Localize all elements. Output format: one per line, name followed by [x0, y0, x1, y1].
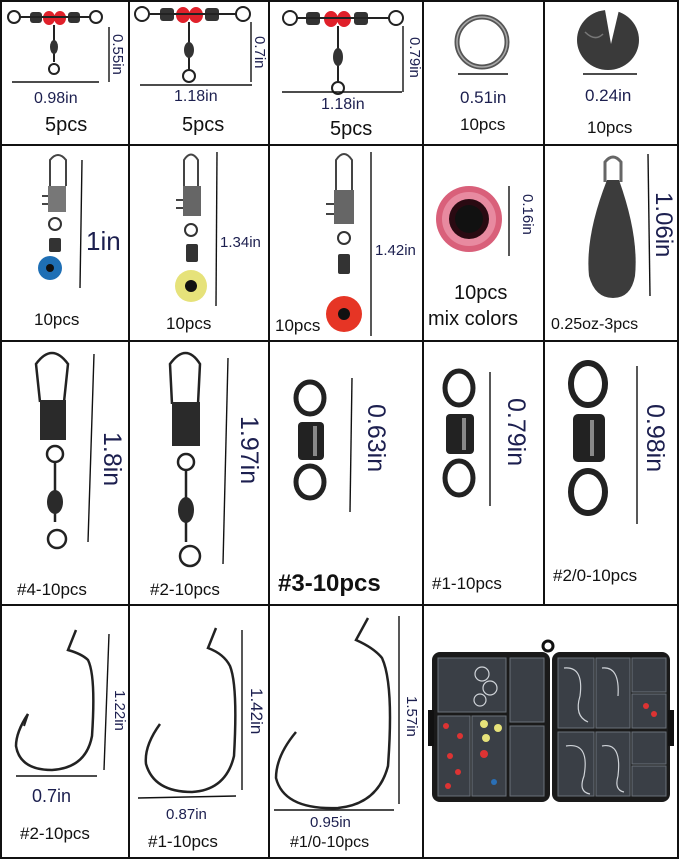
height-label: 1.34in [220, 234, 261, 251]
cell-three-way-swivel-large: 0.79in 1.18in 5pcs [268, 0, 424, 146]
height-label: 0.79in [406, 37, 423, 78]
cell-snap-swivel-red-bead: 1.42in 10pcs [268, 144, 424, 342]
tackle-box-icon [428, 639, 674, 802]
count-label: 10pcs [166, 314, 212, 333]
count-label: 10pcs [275, 316, 321, 335]
rolling-swivel-icon [442, 368, 491, 506]
cell-split-ring: 0.51in 10pcs [422, 0, 546, 146]
split-ring-icon [454, 14, 510, 75]
height-label: 1.8in [98, 432, 126, 487]
count-label: 10pcs [454, 282, 508, 304]
cell-interlock-snap-swivel-4: 1.8in #4-10pcs [0, 340, 130, 606]
height-label: 1.42in [375, 242, 416, 259]
count-label: 0.25oz-3pcs [551, 316, 639, 333]
cell-rolling-swivel-1: 0.79in #1-10pcs [422, 340, 546, 606]
cell-fishing-bead: 0.16in 10pcs mix colors [422, 144, 546, 342]
count-label: #1/0-10pcs [290, 834, 370, 851]
cell-three-way-swivel-small: 0.55in 0.98in 5pcs [0, 0, 130, 146]
interlock-snap-swivel-icon [34, 351, 95, 550]
cell-worm-hook-1-0: 1.57in 0.95in #1/0-10pcs [268, 604, 424, 859]
interlock-snap-swivel-icon [168, 351, 229, 568]
cell-snap-swivel-blue-bead: 1in 10pcs [0, 144, 130, 342]
count-label: #3-10pcs [278, 570, 381, 597]
height-label: 1.97in [235, 416, 263, 485]
three-way-swivel-icon [7, 10, 110, 83]
width-label: 0.7in [32, 786, 72, 806]
note-label: mix colors [428, 308, 519, 330]
height-label: 0.79in [502, 398, 530, 467]
cell-worm-hook-1: 1.42in 0.87in #1-10pcs [128, 604, 270, 859]
fishing-bead-icon [436, 186, 510, 256]
snap-swivel-yellow-bead-icon [175, 151, 218, 307]
height-label: 1.06in [650, 192, 677, 258]
three-way-swivel-icon [134, 6, 252, 86]
cell-teardrop-sinker: 1.06in 0.25oz-3pcs [543, 144, 679, 342]
height-label: 1.57in [403, 696, 420, 737]
count-label: #4-10pcs [17, 580, 87, 599]
height-label: 1in [86, 226, 121, 256]
worm-hook-icon [137, 627, 243, 799]
count-label: #2-10pcs [150, 580, 220, 599]
cell-interlock-snap-swivel-2: 1.97in #2-10pcs [128, 340, 270, 606]
height-label: 0.16in [519, 194, 536, 235]
count-label: 10pcs [460, 115, 506, 134]
width-label: 1.18in [321, 96, 365, 113]
width-label: 0.98in [34, 90, 78, 107]
height-label: 0.55in [109, 34, 126, 75]
count-label: 5pcs [182, 114, 225, 136]
width-label: 1.18in [174, 88, 218, 105]
cell-rolling-swivel-3: 0.63in #3-10pcs [268, 340, 424, 606]
height-label: 1.42in [247, 688, 266, 735]
cell-tackle-box [422, 604, 679, 859]
height-label: 1.22in [111, 690, 128, 731]
cell-worm-hook-2: 1.22in 0.7in #2-10pcs [0, 604, 130, 859]
snap-swivel-blue-bead-icon [38, 154, 83, 289]
height-label: 0.7in [251, 36, 268, 69]
cell-rolling-swivel-2-0: 0.98in #2/0-10pcs [543, 340, 679, 606]
height-label: 0.63in [362, 404, 390, 473]
count-label: #1-10pcs [432, 574, 502, 593]
three-way-swivel-icon [282, 10, 404, 95]
split-shot-sinker-icon [577, 10, 639, 75]
count-label: #2/0-10pcs [553, 566, 638, 585]
rolling-swivel-icon [293, 377, 353, 513]
width-label: 0.51in [460, 88, 507, 107]
width-label: 0.95in [310, 814, 351, 831]
teardrop-sinker-icon [588, 153, 651, 298]
snap-swivel-red-bead-icon [326, 152, 372, 336]
count-label: 10pcs [587, 118, 633, 137]
cell-snap-swivel-yellow-bead: 1.34in 10pcs [128, 144, 270, 342]
height-label: 0.98in [641, 404, 669, 473]
worm-hook-icon [274, 616, 400, 811]
count-label: 5pcs [45, 114, 88, 136]
count-label: #1-10pcs [148, 832, 218, 851]
worm-hook-icon [14, 629, 110, 777]
cell-three-way-swivel-medium: 0.7in 1.18in 5pcs [128, 0, 270, 146]
count-label: 10pcs [34, 310, 80, 329]
width-label: 0.87in [166, 806, 207, 823]
count-label: #2-10pcs [20, 824, 90, 843]
rolling-swivel-icon [568, 360, 638, 524]
width-label: 0.24in [585, 86, 632, 105]
count-label: 5pcs [330, 118, 373, 140]
cell-split-shot-sinker: 0.24in 10pcs [543, 0, 679, 146]
